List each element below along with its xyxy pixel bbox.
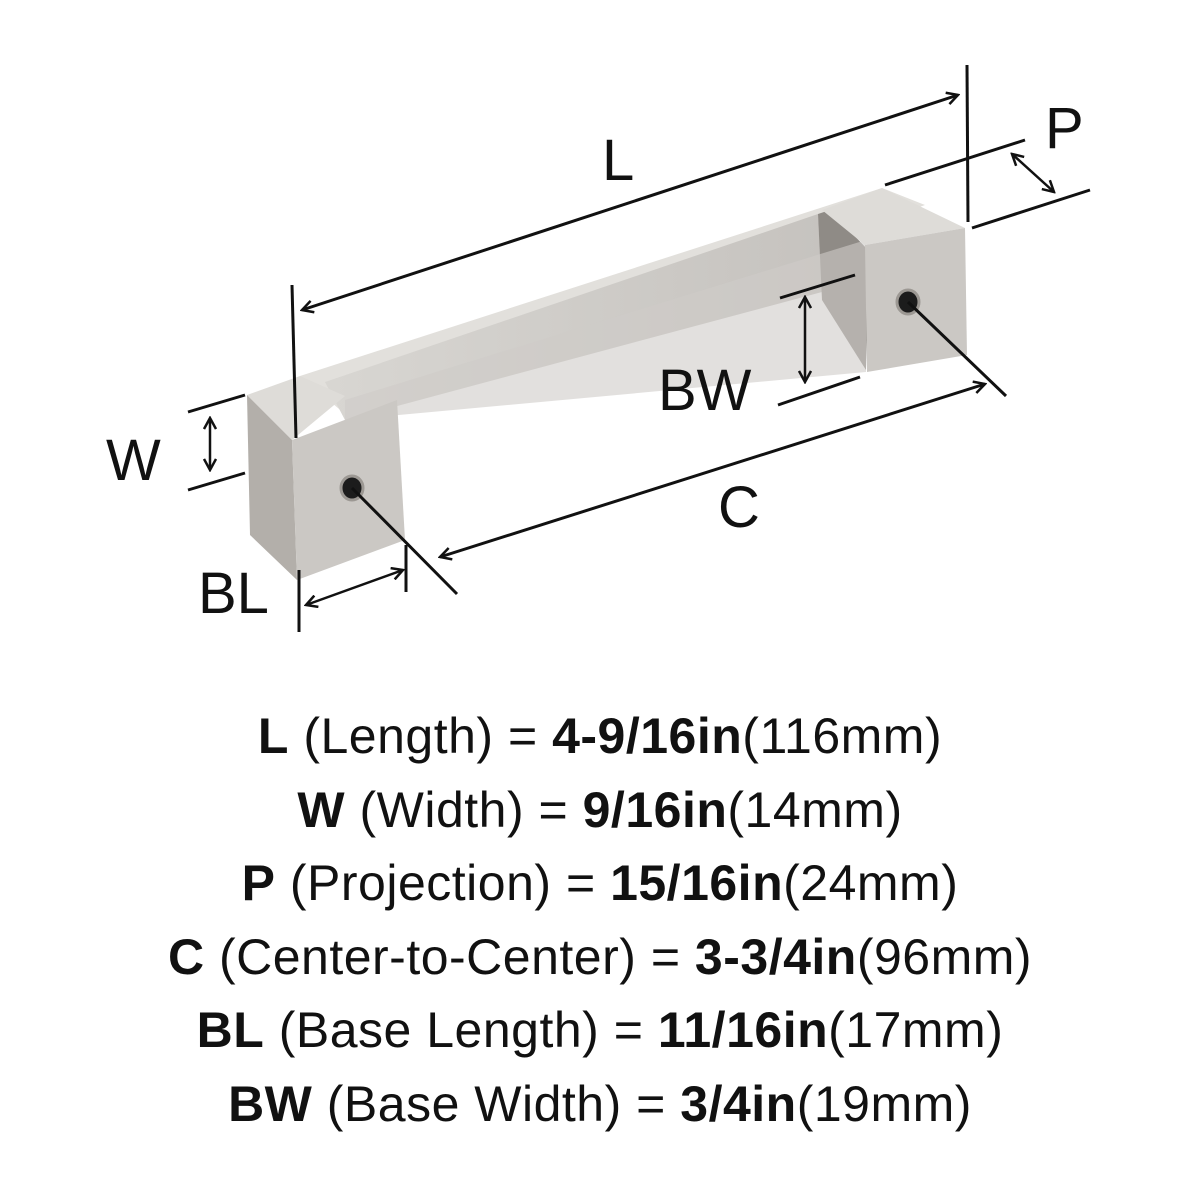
label-BW: BW [658, 358, 752, 423]
center-dimension-arrow [440, 384, 985, 557]
center-leader-right [906, 300, 1008, 398]
base-width-extension-2 [777, 375, 861, 407]
cabinet-pull-handle [247, 188, 967, 580]
label-W: W [106, 428, 161, 493]
projection-extension-1 [884, 138, 1026, 187]
base-width-extension-1 [779, 273, 856, 300]
center-leader-left [350, 486, 459, 596]
projection-dimension-arrow [1012, 154, 1054, 192]
spec-length: L (Length) = 4-9/16in(116mm) [257, 708, 943, 764]
spec-center-to-center: C (Center-to-Center) = 3-3/4in(96mm) [167, 928, 1033, 985]
spec-base-length: BL (Base Length) = 11/16in(17mm) [196, 1002, 1004, 1058]
label-P: P [1045, 96, 1084, 161]
dimension-diagram: L P BW W C BL [106, 64, 1091, 632]
projection-extension-2 [971, 188, 1091, 230]
length-dimension-arrow [302, 95, 958, 310]
spec-projection: P (Projection) = 15/16in(24mm) [241, 855, 959, 911]
left-base-side [247, 395, 297, 580]
label-L: L [602, 128, 634, 193]
label-C: C [718, 475, 760, 540]
length-extension-right [965, 64, 970, 223]
spec-width: W (Width) = 9/16in(14mm) [297, 781, 903, 838]
length-extension-left [290, 284, 298, 439]
width-extension-1 [187, 393, 246, 414]
base-length-dimension-arrow [306, 570, 403, 605]
specifications-list: L (Length) = 4-9/16in(116mm) W (Width) =… [0, 700, 1200, 1141]
spec-base-width: BW (Base Width) = 3/4in(19mm) [228, 1075, 972, 1132]
width-extension-2 [187, 471, 246, 492]
label-BL: BL [198, 561, 269, 626]
